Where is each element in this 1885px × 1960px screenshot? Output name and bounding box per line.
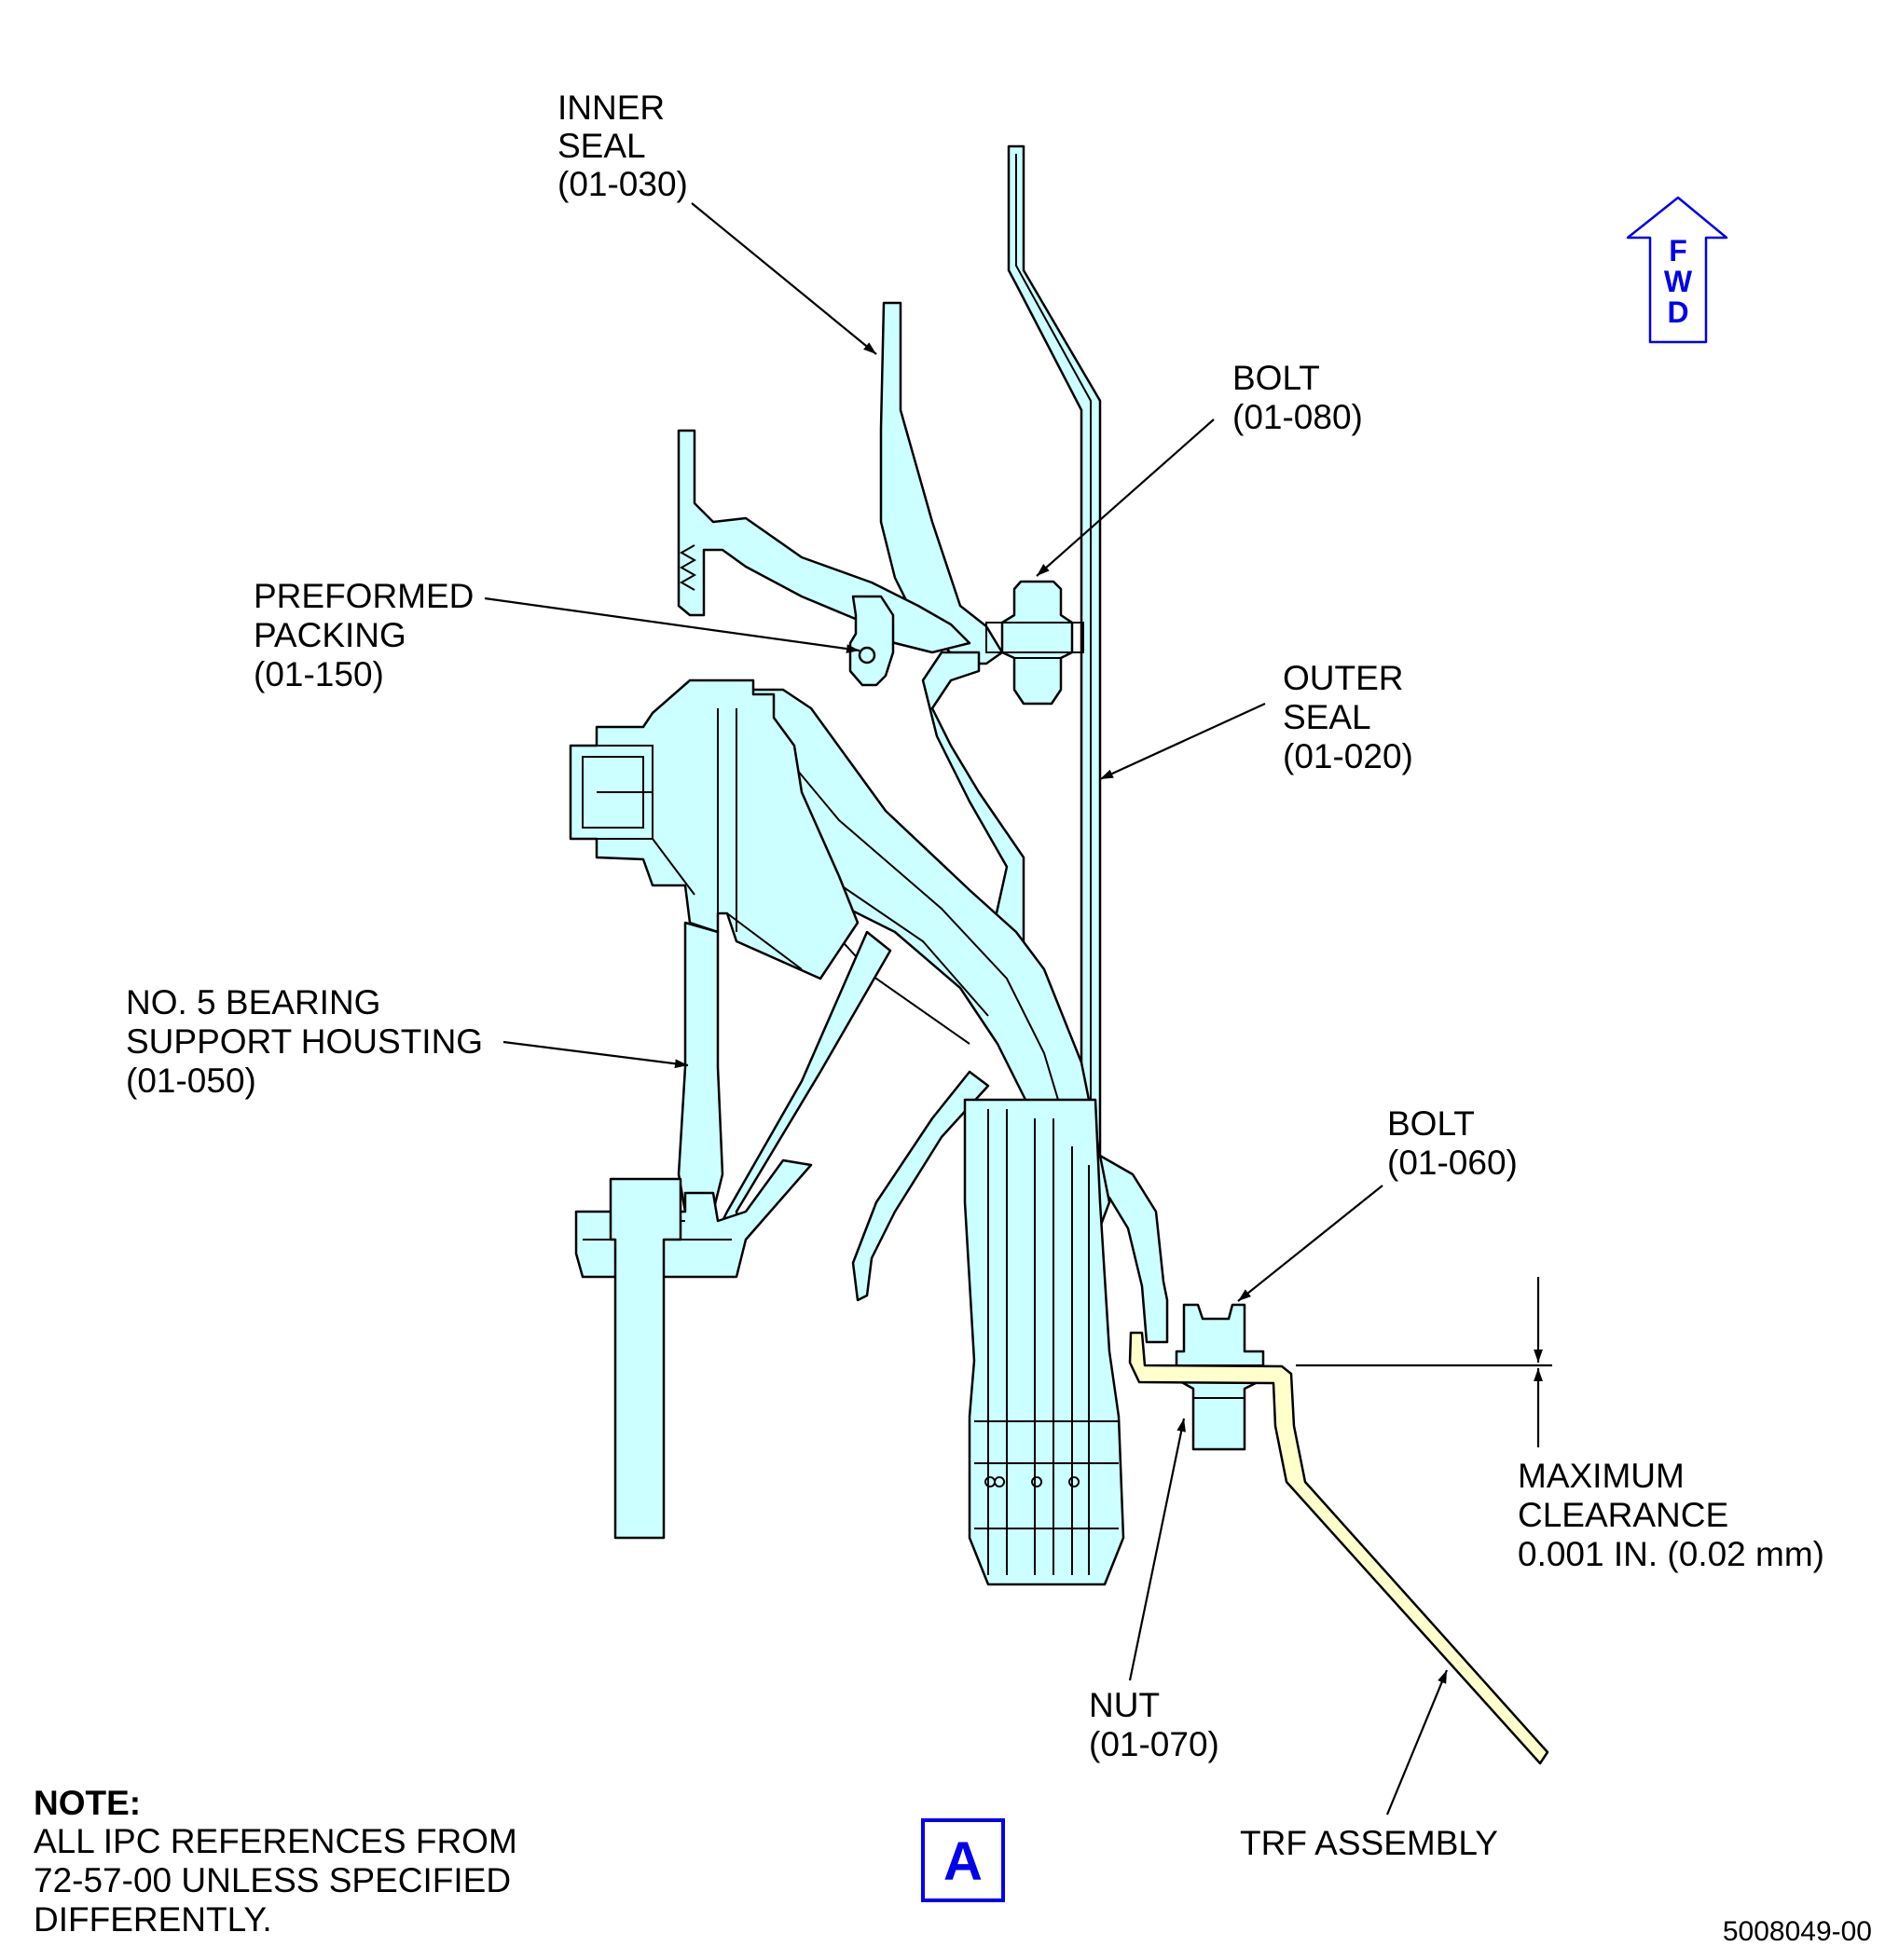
housing-diagonal-strut <box>716 930 892 1251</box>
forward-seal-ring <box>677 429 971 654</box>
note-body: ALL IPC REFERENCES FROM 72-57-00 UNLESS … <box>34 1822 527 1939</box>
max-clearance-label: MAXIMUM CLEARANCE 0.001 IN. (0.02 mm) <box>1518 1457 1824 1573</box>
bolt-080-part <box>1000 580 1074 706</box>
housing-vertical-leg <box>677 921 724 1213</box>
outer-seal-part <box>1007 144 1169 1344</box>
outer-seal-label: OUTER SEAL (01-020) <box>1283 659 1413 775</box>
leader-inner-seal <box>691 202 877 355</box>
leader-outer-seal <box>1099 702 1266 781</box>
packing-seat-part <box>848 595 895 687</box>
fwd-arrow-icon: F W D <box>1626 196 1728 344</box>
leader-nut-070 <box>1128 1418 1186 1681</box>
fwd-letter-f: F <box>1669 234 1687 267</box>
outer-seal-edge-detail <box>1015 154 1092 1160</box>
leader-preformed-packing <box>484 596 860 653</box>
trf-assembly-label: TRF ASSEMBLY <box>1240 1824 1498 1862</box>
lower-body-bolt-holes <box>984 1476 1080 1487</box>
nut-070-label: NUT (01-070) <box>1089 1686 1219 1763</box>
lower-body-detail <box>974 1109 1119 1575</box>
flange-bolt-part <box>609 1177 682 1540</box>
bearing-seat-detail <box>570 708 803 970</box>
bolt-080-head-detail <box>985 622 1084 659</box>
parts-assembly <box>569 144 1549 1765</box>
leader-lines <box>484 202 1552 1816</box>
trf-assembly-part <box>1128 1331 1549 1765</box>
view-label-box: A <box>921 1818 1005 1902</box>
inner-seal-label: INNER SEAL (01-030) <box>557 89 688 203</box>
bolt-080-label: BOLT (01-080) <box>1232 359 1363 436</box>
bearing-housing-label: NO. 5 BEARING SUPPORT HOUSTING (01-050) <box>126 983 492 1100</box>
housing-lower-strut <box>851 1070 990 1302</box>
document-number: 5008049-00 <box>1723 1916 1872 1947</box>
callout-labels: INNER SEAL (01-030) BOLT (01-080) PREFOR… <box>126 89 1824 1862</box>
seal-teeth-detail <box>679 544 697 591</box>
preformed-packing-label: PREFORMED PACKING (01-150) <box>254 577 484 693</box>
leader-bearing-housing <box>502 1040 689 1069</box>
preformed-packing-oring <box>858 646 876 665</box>
leader-bolt-080 <box>1036 418 1215 577</box>
fwd-letter-d: D <box>1667 295 1688 329</box>
fwd-letter-w: W <box>1664 265 1693 298</box>
inner-seal-part <box>879 301 1004 665</box>
view-label-letter: A <box>943 1831 983 1892</box>
note-heading: NOTE: <box>34 1784 141 1822</box>
bolt-060-label: BOLT (01-060) <box>1387 1104 1518 1182</box>
leader-trf-assembly <box>1385 1669 1449 1816</box>
leader-bolt-060 <box>1237 1185 1383 1302</box>
note-block: NOTE: ALL IPC REFERENCES FROM 72-57-00 U… <box>34 1784 527 1939</box>
